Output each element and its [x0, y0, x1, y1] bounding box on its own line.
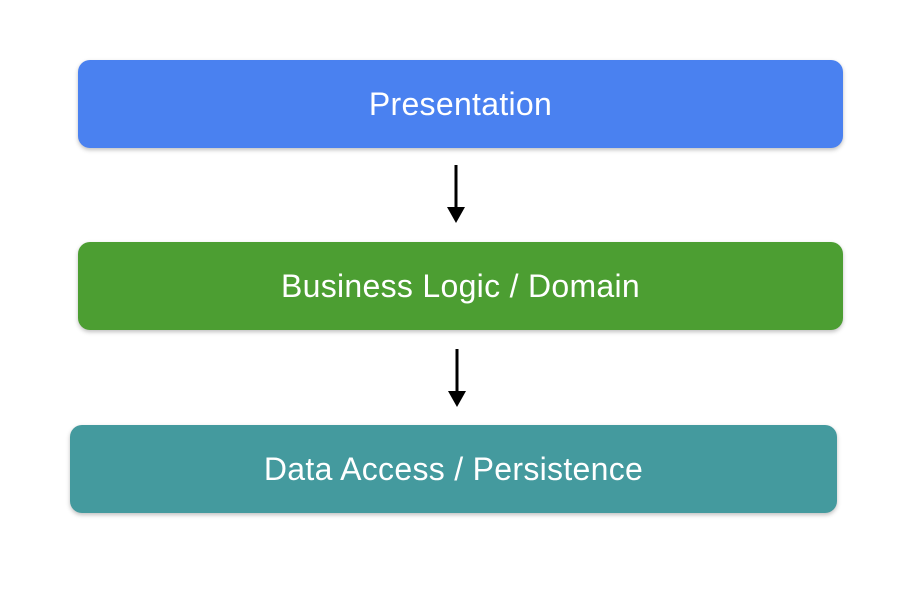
- layer-box-business-logic: Business Logic / Domain: [78, 242, 843, 330]
- down-arrow-icon: [448, 349, 466, 407]
- down-arrow-icon: [447, 165, 465, 223]
- layer-label-business-logic: Business Logic / Domain: [280, 267, 641, 304]
- layer-box-presentation: Presentation: [78, 60, 843, 148]
- layer-label-presentation: Presentation: [368, 85, 553, 122]
- layer-label-data-access: Data Access / Persistence: [263, 450, 644, 487]
- layer-box-data-access: Data Access / Persistence: [70, 425, 837, 513]
